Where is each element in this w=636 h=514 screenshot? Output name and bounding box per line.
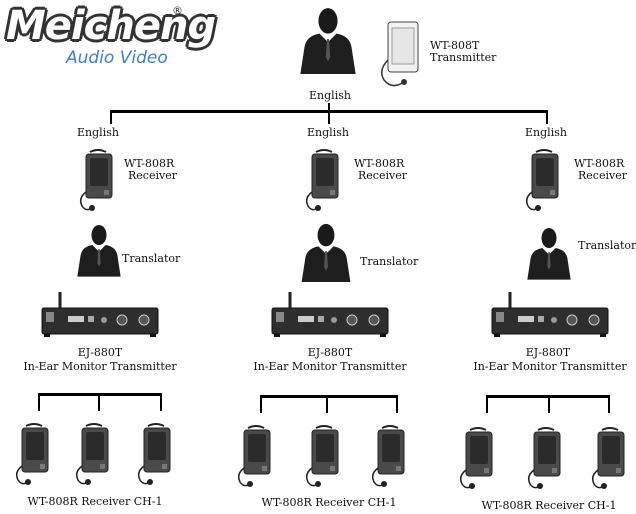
output-bus — [38, 393, 162, 396]
speaker-device-type: Transmitter — [430, 52, 496, 64]
output-drop — [608, 395, 610, 413]
translator-label: Translator — [360, 256, 418, 268]
translator-person-icon — [524, 226, 574, 280]
receiver-icon — [526, 426, 566, 490]
brand-logo: Meicheng ® Audio Video — [6, 4, 191, 70]
ej880t-transmitter-icon — [490, 292, 610, 338]
receiver-icon — [370, 424, 410, 488]
translator-label: Translator — [578, 240, 636, 252]
transmitter-type: In-Ear Monitor Transmitter — [250, 361, 410, 373]
output-drop — [260, 395, 262, 413]
wt808t-transmitter-icon — [378, 20, 426, 90]
receiver-icon — [304, 148, 344, 212]
transmitter-model: EJ-880T — [270, 347, 390, 359]
group-language: English — [516, 127, 576, 139]
receiver-icon — [458, 426, 498, 490]
output-label: WT-808R Receiver CH-1 — [244, 497, 414, 509]
output-drop — [38, 393, 40, 411]
branch-line-1 — [110, 110, 112, 124]
group-language: English — [298, 127, 358, 139]
branch-line-2 — [328, 110, 330, 124]
output-label: WT-808R Receiver CH-1 — [464, 500, 634, 512]
receiver-icon — [524, 148, 564, 212]
receiver-type: Receiver — [578, 170, 627, 182]
output-bus — [260, 395, 398, 398]
receiver-icon — [590, 426, 630, 490]
logo-wordmark: Meicheng — [6, 4, 215, 48]
transmitter-model: EJ-880T — [488, 347, 608, 359]
receiver-type: Receiver — [128, 170, 177, 182]
logo-tagline: Audio Video — [66, 48, 168, 68]
output-label: WT-808R Receiver CH-1 — [10, 496, 180, 508]
speaker-person-icon — [296, 6, 360, 74]
speaker-language: English — [300, 90, 360, 102]
output-drop — [98, 393, 100, 411]
output-drop — [326, 395, 328, 413]
output-drop — [396, 395, 398, 413]
translator-person-icon — [296, 222, 356, 282]
output-drop — [548, 395, 550, 413]
ej880t-transmitter-icon — [40, 292, 160, 338]
output-drop — [160, 393, 162, 411]
ej880t-transmitter-icon — [270, 292, 390, 338]
receiver-icon — [236, 424, 276, 488]
translator-person-icon — [74, 222, 124, 278]
receiver-type: Receiver — [358, 170, 407, 182]
receiver-icon — [304, 424, 344, 488]
transmitter-model: EJ-880T — [40, 347, 160, 359]
receiver-icon — [74, 422, 114, 486]
receiver-icon — [78, 148, 118, 212]
translator-label: Translator — [122, 253, 180, 265]
output-drop — [486, 395, 488, 413]
registered-mark: ® — [172, 4, 183, 17]
group-language: English — [68, 127, 128, 139]
receiver-icon — [14, 422, 54, 486]
receiver-icon — [136, 422, 176, 486]
branch-line-3 — [546, 110, 548, 124]
transmitter-type: In-Ear Monitor Transmitter — [470, 361, 630, 373]
transmitter-type: In-Ear Monitor Transmitter — [20, 361, 180, 373]
